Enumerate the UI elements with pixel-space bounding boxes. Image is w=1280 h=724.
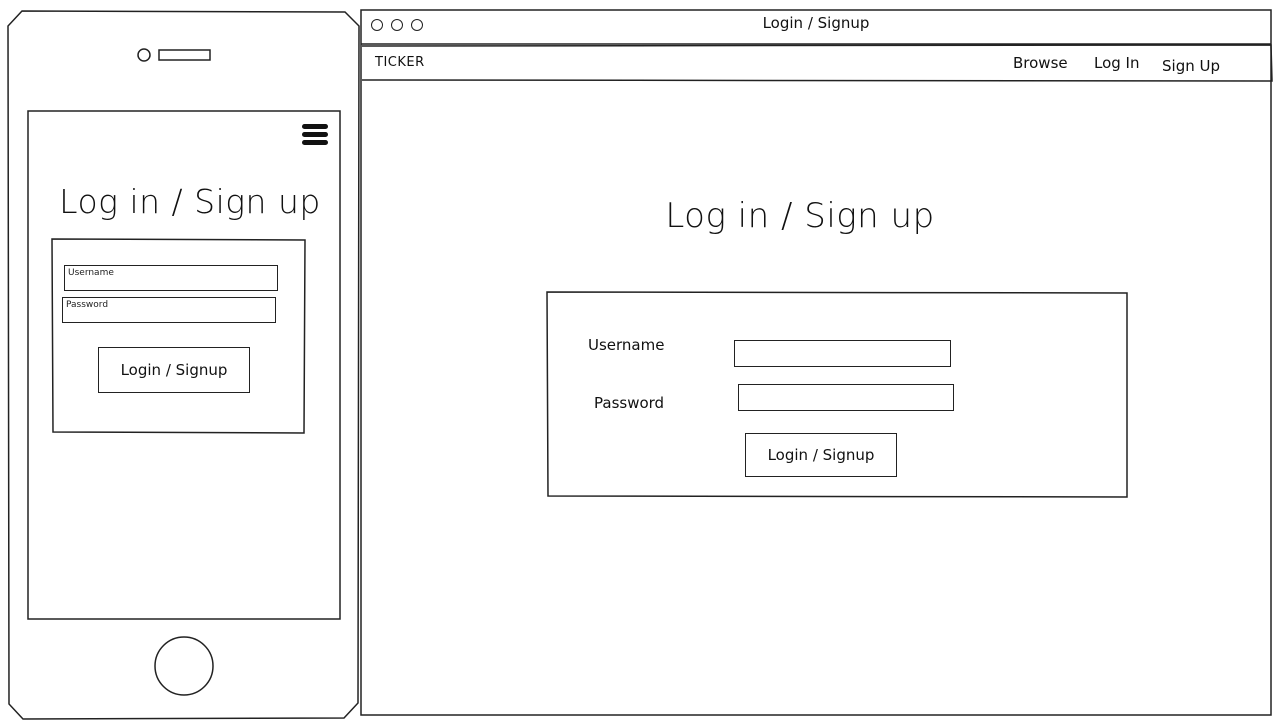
home-button-icon [154,636,214,696]
desktop-form-box [546,291,1128,498]
hamburger-icon[interactable] [302,124,328,148]
nav-log-in[interactable]: Log In [1094,54,1140,72]
speaker-icon [158,49,211,61]
desktop-page-title: Log in / Sign up [665,196,935,236]
camera-icon [137,48,151,62]
mobile-username-input[interactable]: Username [64,265,278,291]
phone-form-box [51,238,306,434]
browser-frame [360,9,1272,716]
nav-sign-up[interactable]: Sign Up [1162,57,1220,75]
window-dot-icon[interactable] [371,19,383,31]
window-title: Login / Signup [762,14,870,32]
username-input[interactable] [734,340,951,367]
window-dot-icon[interactable] [391,19,403,31]
mobile-page-title: Log in / Sign up [59,182,321,221]
brand-logo[interactable]: TICKER [375,55,425,70]
navbar-outline [361,44,1273,82]
username-label: Username [588,336,665,354]
login-signup-button[interactable]: Login / Signup [745,433,897,477]
nav-browse[interactable]: Browse [1013,54,1068,72]
mobile-username-placeholder: Username [68,268,114,278]
window-dot-icon[interactable] [411,19,423,31]
password-input[interactable] [738,384,954,411]
mobile-login-signup-button[interactable]: Login / Signup [98,347,250,393]
phone-frame [7,10,360,720]
password-label: Password [594,394,665,412]
mobile-password-input[interactable]: Password [62,297,276,323]
mobile-password-placeholder: Password [66,300,109,310]
phone-screen [27,110,341,620]
